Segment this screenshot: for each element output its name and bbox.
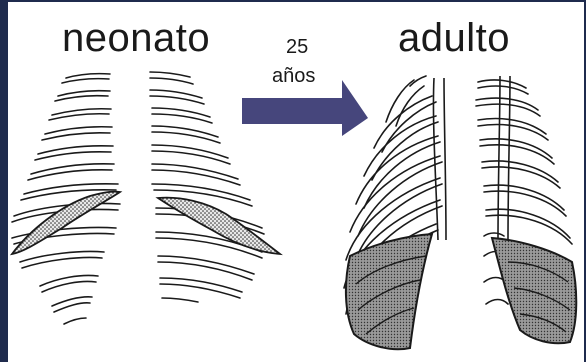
adult-diaphragm-left [346,234,432,349]
neonate-diaphragm-left [12,192,120,254]
years-number: 25 [286,36,308,59]
adult-diaphragm-right [492,238,576,343]
label-adult: adulto [398,16,510,61]
label-neonate: neonato [62,16,210,61]
age-arrow [242,80,368,136]
years-unit: años [272,65,315,88]
